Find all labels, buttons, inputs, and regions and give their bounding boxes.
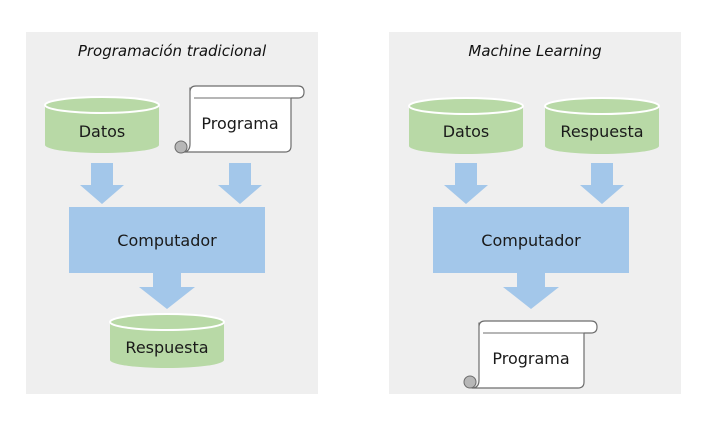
computer-box-traditional (69, 207, 265, 273)
scroll-icon (463, 320, 598, 389)
node-ml-output: Programa (492, 349, 569, 368)
node-traditional-input-data: Datos (79, 122, 126, 141)
node-ml-computer: Computador (481, 231, 581, 250)
arrow-down-icon (139, 273, 195, 309)
cylinder-icon (109, 313, 225, 368)
cylinder-icon (408, 97, 524, 154)
node-traditional-output: Respuesta (125, 338, 208, 357)
node-traditional-input-program: Programa (201, 114, 278, 133)
arrow-down-icon (503, 273, 559, 309)
panel-ml-title: Machine Learning (468, 42, 601, 60)
arrow-down-icon (218, 163, 262, 204)
panel-traditional: Programación tradicional Datos Programa … (26, 32, 318, 394)
cylinder-icon (44, 96, 160, 153)
scroll-icon (174, 85, 305, 154)
computer-box-ml (433, 207, 629, 273)
panel-ml: Machine Learning Datos Respuesta Computa… (389, 32, 681, 394)
node-ml-input-data: Datos (443, 122, 490, 141)
arrow-down-icon (80, 163, 124, 204)
panel-traditional-title: Programación tradicional (78, 42, 267, 60)
node-ml-input-answer: Respuesta (560, 122, 643, 141)
node-traditional-computer: Computador (117, 231, 217, 250)
cylinder-icon (544, 97, 660, 154)
arrow-down-icon (444, 163, 488, 204)
arrow-down-icon (580, 163, 624, 204)
